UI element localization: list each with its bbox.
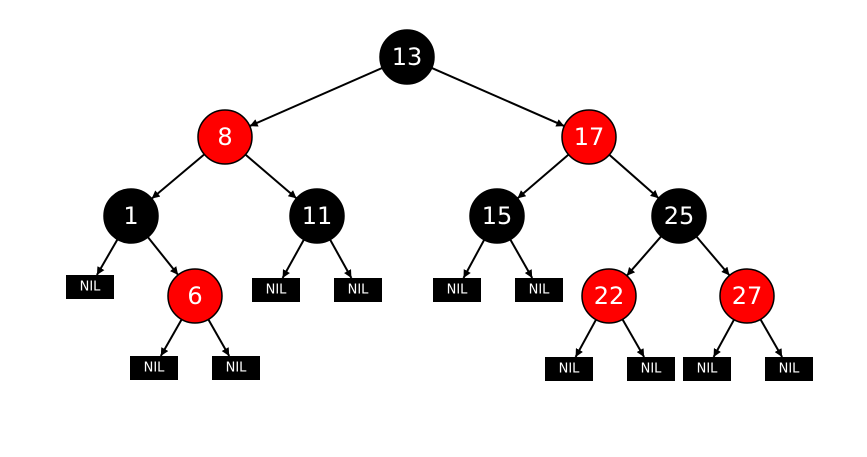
tree-node-1: 1 <box>103 188 159 244</box>
node-value-label: 13 <box>392 43 423 71</box>
nil-leaf: NIL <box>334 278 382 302</box>
nil-leaf-label: NIL <box>641 362 663 377</box>
node-circle-red <box>197 109 253 165</box>
node-circle-red <box>581 268 637 324</box>
edge-n15-to-nil4 <box>462 239 486 279</box>
edge-n27-to-nil11 <box>759 318 783 358</box>
edge-n15-to-nil5 <box>509 239 534 279</box>
edge-n17-to-n15 <box>516 153 570 200</box>
nil-leaf: NIL <box>66 275 114 299</box>
node-value-label: 1 <box>123 202 138 230</box>
nil-leaf-box <box>212 356 260 380</box>
nil-leaf-box <box>130 356 178 380</box>
node-value-label: 17 <box>574 123 605 151</box>
nil-leaf-label: NIL <box>779 362 801 377</box>
node-value-label: 27 <box>732 282 763 310</box>
edge-n13-to-n8 <box>249 66 383 128</box>
node-circle-black <box>289 188 345 244</box>
node-circle-red <box>719 268 775 324</box>
tree-node-27: 27 <box>719 268 775 324</box>
edge-n25-to-n22 <box>626 235 662 277</box>
nil-leaf-box <box>334 278 382 302</box>
node-value-label: 22 <box>594 282 625 310</box>
nil-leaf-box <box>545 357 593 381</box>
edge-n22-to-nil9 <box>621 318 645 358</box>
nil-leaf-box <box>252 278 300 302</box>
tree-node-11: 11 <box>289 188 345 244</box>
nil-leaf: NIL <box>545 357 593 381</box>
nil-leaf-box <box>66 275 114 299</box>
nil-leaf: NIL <box>683 357 731 381</box>
nil-leaf-label: NIL <box>144 361 166 376</box>
nil-leaf-box <box>433 278 481 302</box>
nil-leaf: NIL <box>130 356 178 380</box>
nil-leaf: NIL <box>212 356 260 380</box>
edges-layer <box>96 66 783 358</box>
nil-leaf: NIL <box>765 357 813 381</box>
edge-n8-to-n1 <box>151 153 205 200</box>
nil-leaf: NIL <box>252 278 300 302</box>
edge-n17-to-n25 <box>608 154 660 199</box>
nil-leaf-label: NIL <box>266 283 288 298</box>
edge-n27-to-nil10 <box>712 319 735 358</box>
node-value-label: 8 <box>217 123 232 151</box>
nil-leaf-label: NIL <box>348 283 370 298</box>
node-value-label: 11 <box>302 202 333 230</box>
tree-node-25: 25 <box>651 188 707 244</box>
nil-leaf-box <box>515 278 563 302</box>
nil-leaf-box <box>765 357 813 381</box>
nil-leaf: NIL <box>627 357 675 381</box>
node-circle-black <box>651 188 707 244</box>
nil-leaf-label: NIL <box>529 283 551 298</box>
nil-leaves-layer: NIL NIL NIL NIL NIL NIL NIL NIL NIL NIL NIL <box>66 275 813 381</box>
nil-leaf-label: NIL <box>226 361 248 376</box>
nil-leaf: NIL <box>433 278 481 302</box>
edge-n11-to-nil2 <box>281 239 305 279</box>
node-circle-black <box>379 29 435 85</box>
tree-node-13: 13 <box>379 29 435 85</box>
nil-leaf-label: NIL <box>697 362 719 377</box>
tree-node-6: 6 <box>167 268 223 324</box>
node-value-label: 25 <box>664 202 695 230</box>
nil-leaf-box <box>683 357 731 381</box>
edge-n11-to-nil3 <box>329 239 353 279</box>
nil-leaf: NIL <box>515 278 563 302</box>
nil-leaf-label: NIL <box>80 280 102 295</box>
edge-n22-to-nil8 <box>574 319 597 358</box>
node-circle-black <box>103 188 159 244</box>
nil-leaf-box <box>627 357 675 381</box>
tree-node-8: 8 <box>197 109 253 165</box>
edge-n6-to-nil6 <box>159 319 183 357</box>
edge-n13-to-n17 <box>431 66 565 128</box>
nil-leaf-label: NIL <box>447 283 469 298</box>
edge-n25-to-n27 <box>695 235 731 277</box>
node-circle-red <box>167 268 223 324</box>
edge-n8-to-n11 <box>244 153 298 200</box>
edge-n6-to-nil7 <box>207 319 231 357</box>
node-value-label: 6 <box>187 282 202 310</box>
tree-node-15: 15 <box>469 188 525 244</box>
tree-node-17: 17 <box>561 109 617 165</box>
node-circle-red <box>561 109 617 165</box>
node-value-label: 15 <box>482 202 513 230</box>
edge-n1-to-n6 <box>147 236 179 276</box>
tree-node-22: 22 <box>581 268 637 324</box>
edge-n1-to-nil1 <box>96 238 119 276</box>
nil-leaf-label: NIL <box>559 362 581 377</box>
node-circle-black <box>469 188 525 244</box>
